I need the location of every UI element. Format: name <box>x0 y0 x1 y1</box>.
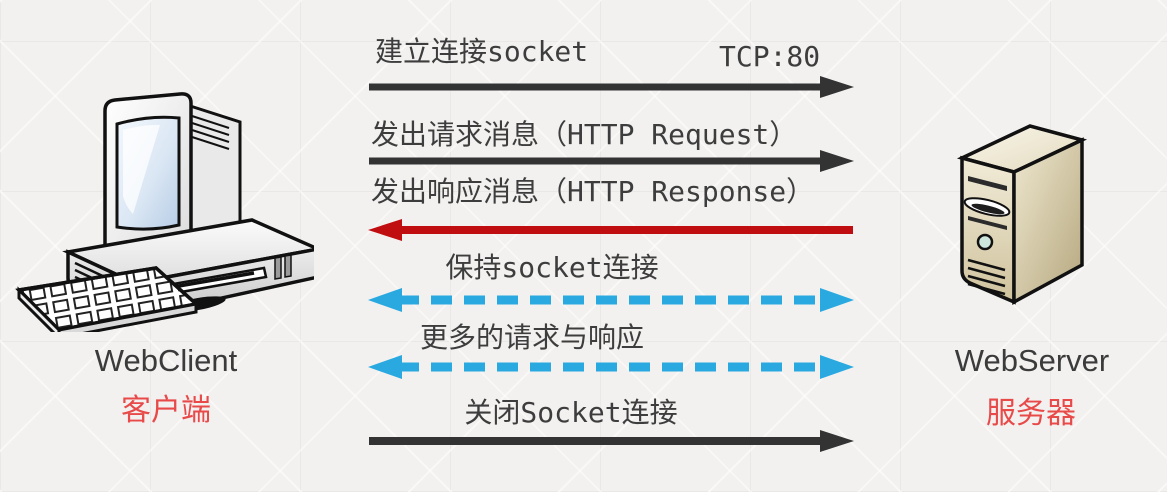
label-http-request: 发出请求消息（HTTP Request） <box>371 118 798 151</box>
server-name-label: WebServer <box>954 343 1110 378</box>
client-name-label: WebClient <box>94 343 238 378</box>
client-figure <box>12 80 314 332</box>
client-name-zh-label: 客户端 <box>121 394 211 427</box>
arrow-more-requests-both <box>368 355 854 379</box>
label-close-socket: 关闭Socket连接 <box>464 396 678 429</box>
server-tower-icon <box>956 124 1088 305</box>
label-establish-connection: 建立连接socket <box>375 35 589 68</box>
label-tcp-port: TCP:80 <box>719 40 821 73</box>
arrow-http-response-left <box>368 219 853 241</box>
desktop-computer-icon <box>15 92 314 332</box>
server-figure <box>948 110 1098 316</box>
arrow-http-request-right <box>369 150 854 172</box>
server-name-zh-label: 服务器 <box>986 397 1076 430</box>
label-keep-socket: 保持socket连接 <box>445 251 659 284</box>
label-http-response: 发出响应消息（HTTP Response） <box>371 175 815 208</box>
arrow-keep-socket-both <box>368 288 854 312</box>
arrow-establish-connection-right <box>369 76 854 98</box>
label-more-requests: 更多的请求与响应 <box>419 321 645 354</box>
arrow-close-socket-right <box>369 430 854 452</box>
